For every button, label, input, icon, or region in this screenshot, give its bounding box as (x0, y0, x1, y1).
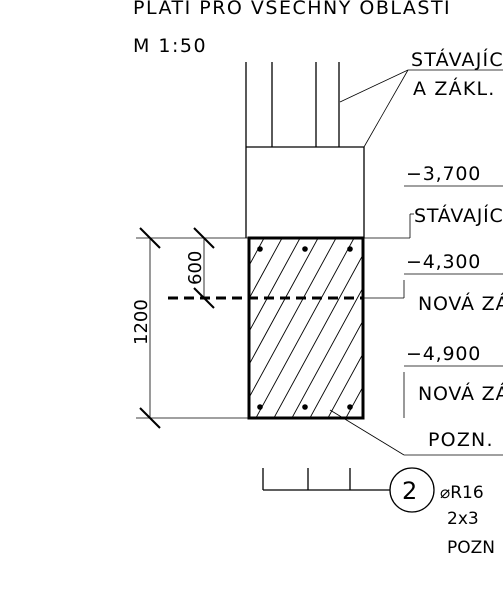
header-title: PLATÍ PRO VŠECHNY OBLASTI (133, 0, 451, 19)
level-3-value: −4,900 (406, 343, 481, 365)
existing-wall (245, 62, 365, 238)
foundation-hatch (249, 238, 363, 418)
existing-label-line2: A ZÁKL. (413, 77, 496, 100)
rebar-count: 2x3 (447, 509, 479, 529)
rebar-detail-bracket (262, 468, 390, 491)
dimension-total: 1200 (131, 299, 152, 345)
pozn-label-2: POZN (447, 538, 495, 558)
new-foundation-outline (247, 236, 365, 420)
rebar-mark-circle (389, 467, 435, 513)
level-2-value: −4,300 (406, 251, 481, 273)
level-1-value: −3,700 (406, 163, 481, 185)
drawing-scale: M 1:50 (133, 35, 207, 57)
level-marker-1 (364, 185, 503, 239)
dimension-half: 600 (185, 251, 206, 285)
level-2-text: NOVÁ ZÁ (418, 292, 503, 315)
level-1-text: STÁVAJÍC (414, 204, 503, 227)
existing-label-line1: STÁVAJÍCÍ (411, 48, 503, 71)
pozn-leader (329, 409, 503, 456)
rebar-dots (257, 246, 353, 410)
existing-label-leader (339, 69, 503, 148)
rebar-spec: ⌀R16 (440, 483, 484, 503)
level-3-text: NOVÁ ZÁ (418, 382, 503, 405)
pozn-label-1: POZN. (428, 429, 494, 451)
rebar-mark-number: 2 (402, 477, 417, 505)
level-marker-3 (403, 365, 503, 418)
level-marker-2 (364, 273, 503, 299)
dimension-chain (136, 227, 249, 429)
